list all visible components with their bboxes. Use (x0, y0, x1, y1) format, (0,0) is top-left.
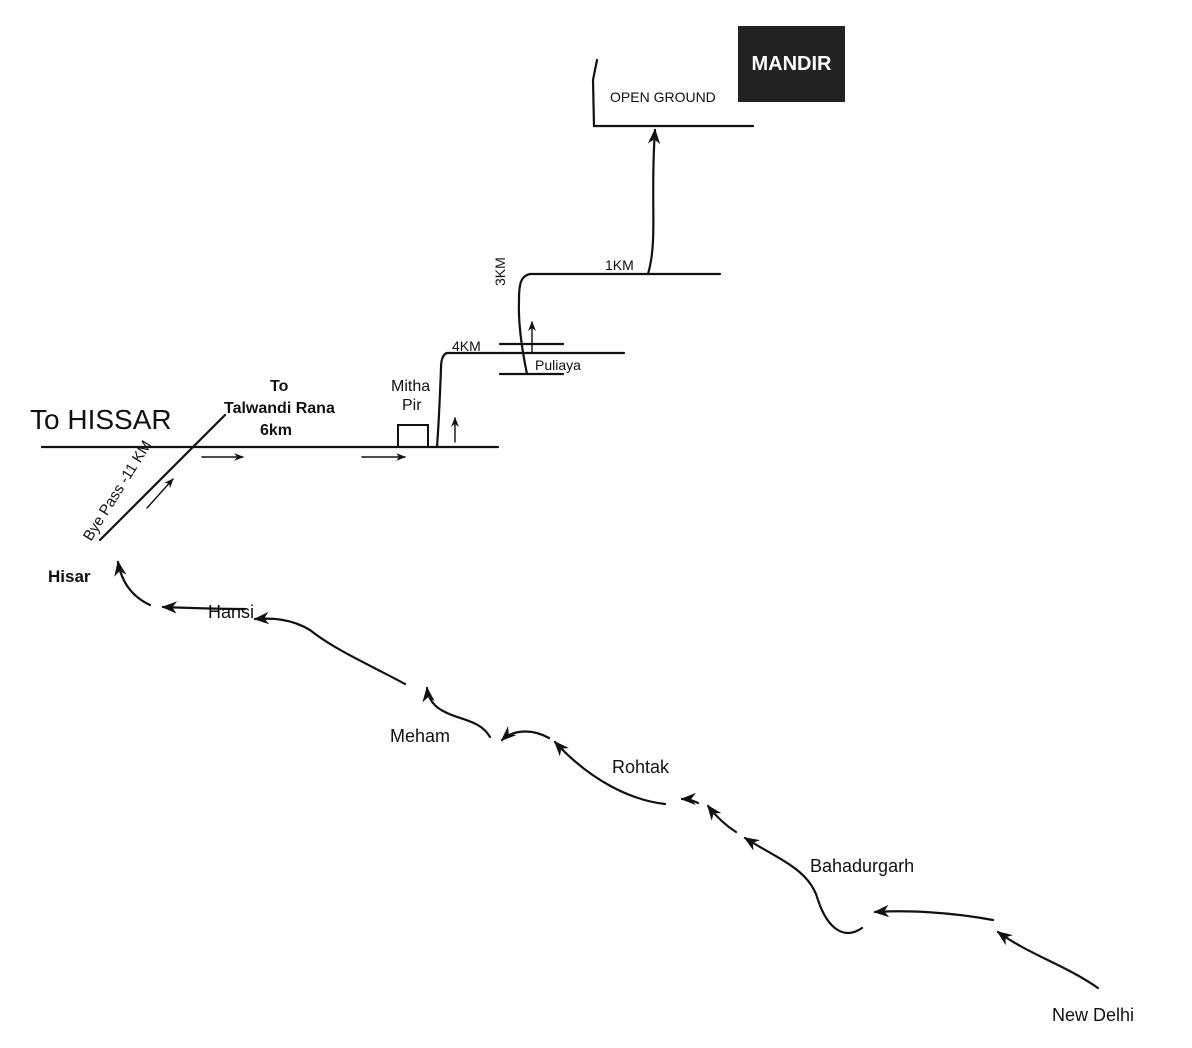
puliaya-label: Puliaya (535, 357, 581, 373)
town-hisar-label: Hisar (48, 567, 91, 586)
to-hissar-label: To HISSAR (30, 404, 172, 435)
route-segment-hisar (114, 560, 152, 607)
route-segment-5 (500, 726, 551, 742)
route-segment-meham (422, 686, 492, 739)
open-ground-frame (591, 58, 755, 128)
distance-4km-label: 4KM (452, 338, 481, 354)
mitha-pir-label-line1: Mitha (391, 378, 431, 395)
route-segment-6 (161, 601, 247, 614)
talwandi-label-line1: To (270, 378, 289, 395)
mandir-label: MANDIR (751, 52, 832, 75)
route-segment-hansi (253, 611, 407, 686)
road-3km (517, 272, 532, 376)
distance-3km-label: 3KM (492, 257, 508, 286)
arrow-bypass (146, 478, 174, 509)
town-hansi-label: Hansi (208, 602, 255, 622)
route-segment-rohtak (553, 740, 667, 806)
mitha-pir-label-line2: Pir (402, 397, 422, 414)
mitha-pir-marker (397, 424, 429, 448)
road-to-mandir (646, 128, 661, 276)
talwandi-label-line2: Talwandi Rana (224, 400, 335, 417)
route-segment-3 (706, 804, 738, 834)
town-rohtak-label: Rohtak (612, 757, 670, 777)
town-bahadurgarh-label: Bahadurgarh (810, 856, 915, 876)
talwandi-label-line3: 6km (260, 422, 293, 439)
bypass-road (98, 413, 227, 542)
route-segment-4 (680, 792, 700, 806)
road-vertical-1 (435, 351, 449, 449)
open-ground-label: OPEN GROUND (610, 89, 716, 105)
route-segment-bahadurgarh (743, 836, 864, 934)
route-segment-delhi-1 (996, 930, 1100, 990)
distance-1km-label: 1KM (605, 257, 634, 273)
route-segment-delhi-2 (873, 904, 995, 922)
town-meham-label: Meham (390, 726, 451, 746)
mandir-box: MANDIR (738, 26, 845, 102)
town-new-delhi-label: New Delhi (1052, 1005, 1135, 1025)
